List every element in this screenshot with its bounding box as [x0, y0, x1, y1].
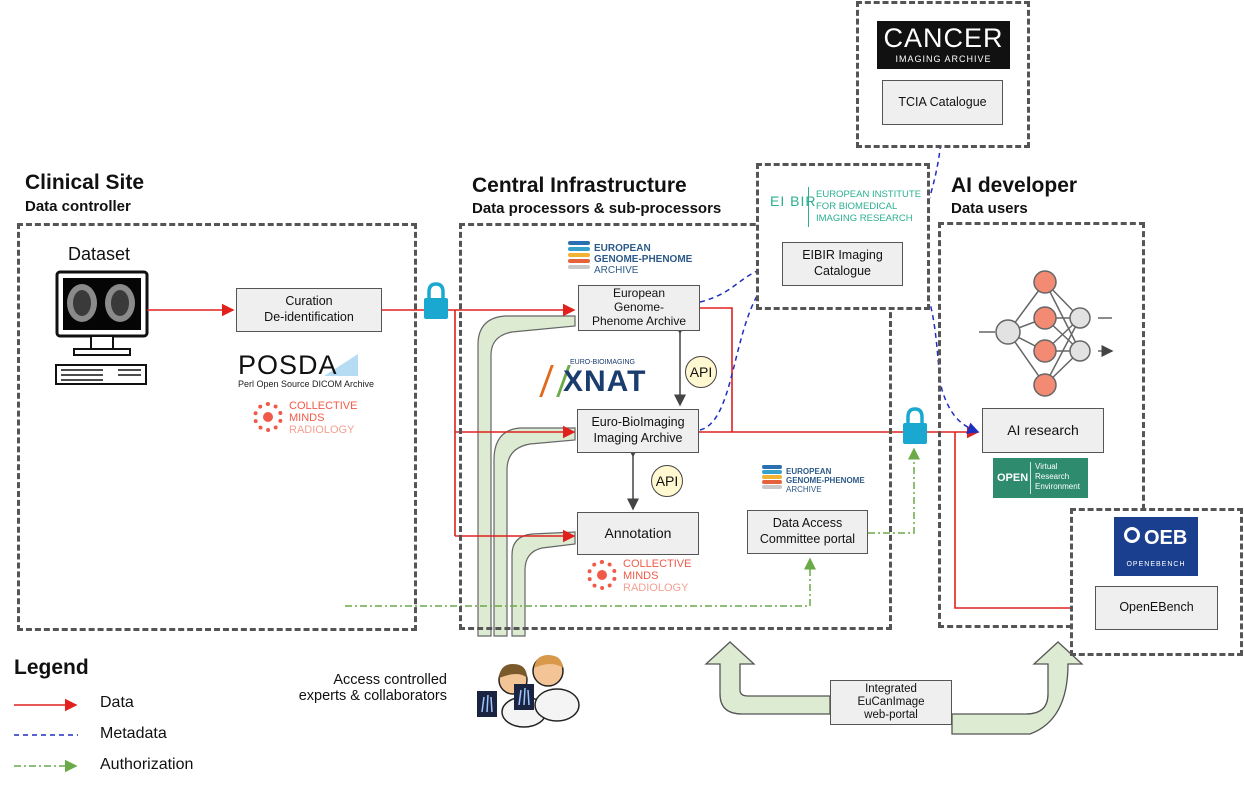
legend-item-metadata: Metadata	[100, 725, 167, 742]
annotation-node: Annotation	[577, 512, 699, 555]
tcia-catalogue-node: TCIA Catalogue	[882, 80, 1003, 125]
eibir-region	[756, 163, 930, 310]
eubi-archive-node: Euro-BioImaging Imaging Archive	[577, 409, 699, 453]
clinical-site-title: Clinical Site	[25, 171, 145, 194]
legend-title: Legend	[14, 656, 89, 679]
computer-icon	[55, 270, 149, 385]
dataset-label: Dataset	[68, 244, 131, 264]
central-infrastructure-region	[459, 223, 892, 630]
legend-item-authorization: Authorization	[100, 756, 194, 773]
ai-developer-title: AI developer	[951, 174, 1078, 197]
curation-node: Curation De-identification	[236, 288, 382, 332]
central-infrastructure-subtitle: Data processors & sub-processors	[472, 200, 722, 217]
people-icon	[477, 655, 580, 728]
lock-icon	[903, 407, 927, 444]
clinical-site-subtitle: Data controller	[25, 198, 131, 215]
authorization-flows	[345, 447, 920, 607]
api-arrows	[627, 322, 686, 511]
data-flows	[147, 303, 1094, 615]
ega-node: European Genome- Phenome Archive	[578, 285, 700, 331]
central-infrastructure-title: Central Infrastructure	[472, 174, 687, 197]
legend-item-data: Data	[100, 694, 134, 711]
api-badge: API	[651, 465, 683, 497]
portal-arrows	[704, 641, 1084, 735]
tcia-logo: CANCER IMAGING ARCHIVE	[877, 21, 1010, 69]
posda-logo: POSDA Perl Open Source DICOM Archive	[238, 350, 375, 390]
legend-lines	[14, 698, 78, 773]
dac-portal-node: Data Access Committee portal	[747, 510, 868, 554]
clinical-site-region	[17, 223, 417, 631]
access-label: Access controlled experts & collaborator…	[298, 672, 447, 704]
neural-network-icon	[979, 270, 1112, 397]
ai-developer-region	[938, 222, 1145, 628]
eibir-catalogue-node: EIBIR Imaging Catalogue	[782, 242, 903, 286]
openebench-logo: OEB OPENEBENCH	[1114, 517, 1198, 576]
lock-icon	[424, 282, 448, 319]
api-badge: API	[685, 356, 717, 388]
access-pipes	[477, 315, 576, 637]
ai-developer-subtitle: Data users	[951, 200, 1028, 217]
openebench-node: OpenEBench	[1095, 586, 1218, 630]
web-portal-node: Integrated EuCanImage web-portal	[830, 680, 952, 725]
ai-research-node: AI research	[982, 408, 1104, 453]
